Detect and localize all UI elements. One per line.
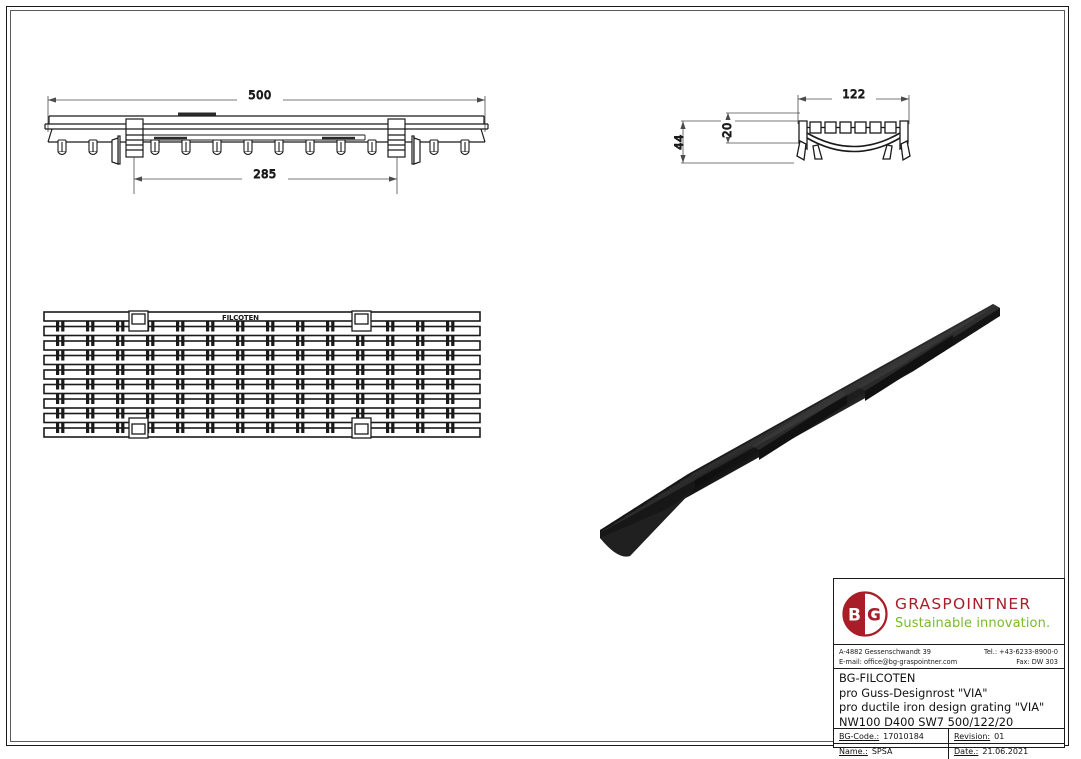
revision-label: Revision: — [954, 731, 991, 741]
svg-text:122: 122 — [842, 87, 865, 101]
date-cell: Date.: 21.06.2021 — [949, 744, 1064, 759]
svg-text:44: 44 — [672, 134, 686, 149]
description-line-1: BG-FILCOTEN — [839, 671, 916, 685]
bg-code-cell: BG-Code.: 17010184 — [834, 729, 949, 743]
svg-text:FILCOTEN: FILCOTEN — [222, 314, 259, 322]
filcoten-emboss-label: FILCOTEN — [222, 314, 259, 322]
title-block: B G GRASPOINTNER Sustainable innovation.… — [833, 578, 1065, 759]
bg-code-value: 17010184 — [883, 731, 924, 741]
logo-wordmark: GRASPOINTNER Sustainable innovation. — [895, 597, 1050, 630]
title-block-logo-row: B G GRASPOINTNER Sustainable innovation. — [834, 579, 1064, 645]
svg-text:G: G — [867, 605, 881, 625]
contact-address: A-4882 Gessenschwandt 39 — [839, 648, 932, 656]
bg-code-label: BG-Code.: — [839, 731, 880, 741]
date-value: 21.06.2021 — [982, 747, 1029, 756]
name-value: SPSA — [871, 747, 893, 756]
svg-text:500: 500 — [248, 88, 271, 102]
description-line-4: NW100 D400 SW7 500/122/20 — [839, 715, 1014, 730]
meta-row-code: BG-Code.: 17010184 Revision: 01 — [834, 729, 1064, 744]
contact-block: A-4882 Gessenschwandt 39 Tel.: +43-6233-… — [834, 645, 1064, 669]
bg-logo-icon: B G — [842, 590, 888, 637]
description-line-3: pro ductile iron design grating "VIA" — [839, 700, 1045, 715]
sheet-border-outer — [6, 6, 1069, 746]
contact-fax: Fax: DW 303 — [1016, 658, 1058, 667]
date-label: Date.: — [954, 747, 979, 756]
plan-view: FILCOTEN — [42, 310, 482, 445]
company-name: GRASPOINTNER — [895, 595, 1032, 614]
name-label: Name.: — [839, 747, 868, 756]
svg-text:285: 285 — [253, 167, 276, 181]
company-tagline: Sustainable innovation. — [895, 615, 1051, 631]
isometric-3d-view — [590, 304, 1000, 590]
contact-tel: Tel.: +43-6233-8900-0 — [983, 648, 1058, 656]
meta-row-name: Name.: SPSA Date.: 21.06.2021 — [834, 744, 1064, 759]
revision-value: 01 — [994, 731, 1005, 741]
revision-cell: Revision: 01 — [949, 729, 1064, 743]
front-elevation-view: 500 — [30, 72, 510, 202]
name-cell: Name.: SPSA — [834, 744, 949, 759]
svg-text:20: 20 — [720, 122, 734, 137]
contact-email: E-mail: office@bg-graspointner.com — [839, 658, 958, 667]
description-line-2: pro Guss-Designrost "VIA" — [839, 685, 988, 700]
product-description: BG-FILCOTEN pro Guss-Designrost "VIA" pr… — [834, 669, 1064, 729]
cross-section-view: 122 44 20 — [672, 72, 936, 187]
svg-text:B: B — [848, 605, 861, 625]
